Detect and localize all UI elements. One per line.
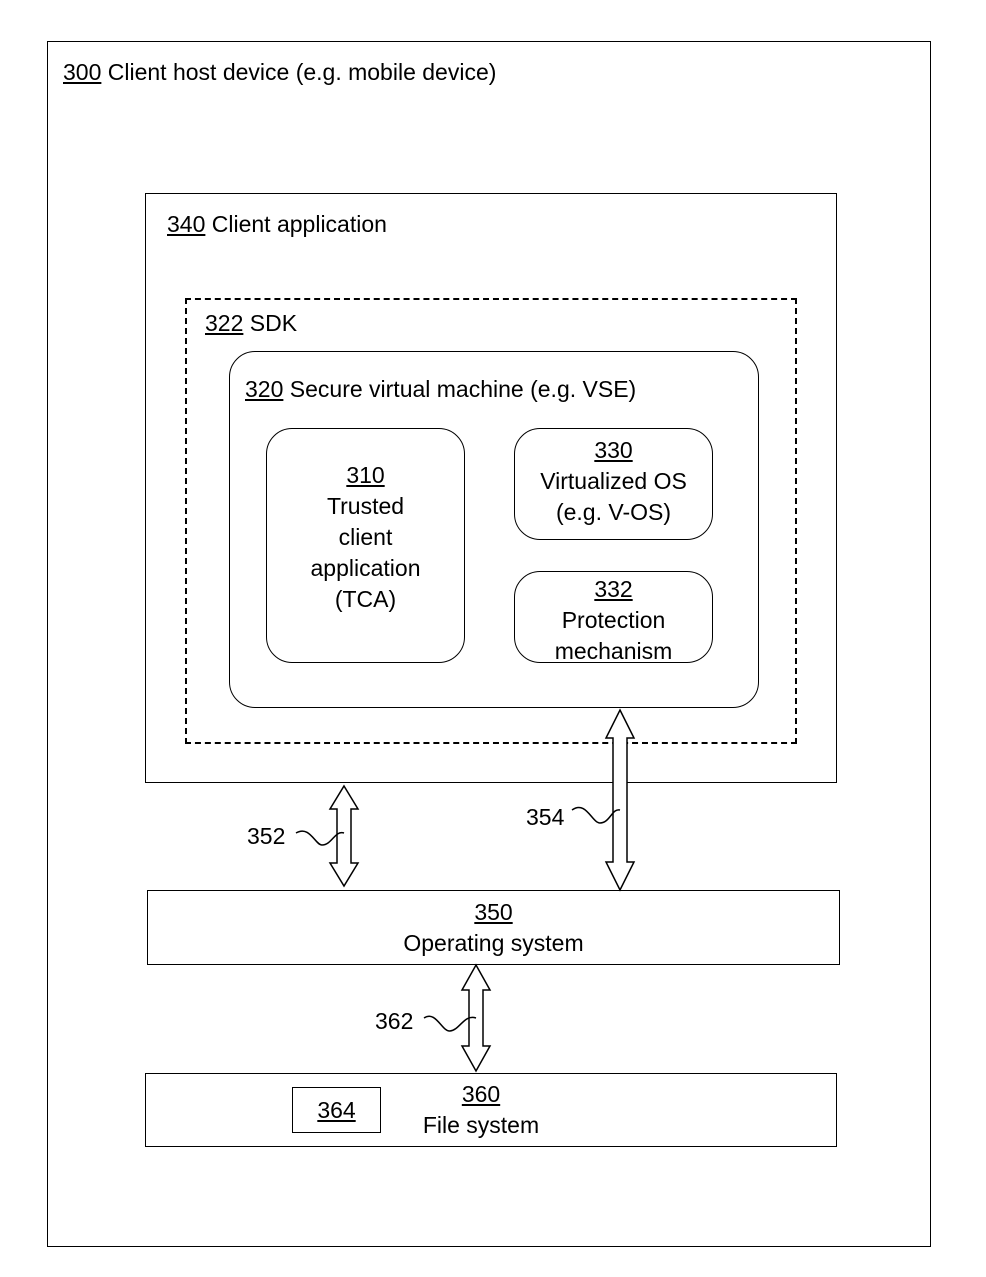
protection-number: 332 [594, 576, 633, 602]
tca-number: 310 [346, 462, 385, 488]
sdk-text: SDK [249, 310, 298, 336]
callout-line-354 [571, 806, 621, 824]
callout-354: 354 [526, 804, 565, 830]
client-host-device-text: Client host device (e.g. mobile device) [107, 59, 497, 85]
protection-line-2: mechanism [554, 638, 673, 664]
protection-mechanism-box: 332 Protection mechanism [514, 571, 713, 664]
operating-system-box: 350 Operating system [147, 890, 840, 965]
tca-line-1: Trusted [326, 493, 405, 519]
callout-362: 362 [375, 1008, 414, 1034]
os-text: Operating system [403, 930, 584, 956]
arrow-352 [328, 784, 360, 888]
trusted-client-application-box: 310 Trusted client application (TCA) [266, 428, 465, 663]
sdk-number: 322 [205, 310, 244, 336]
file-system-item-box: 364 [292, 1087, 381, 1133]
virtualized-os-box: 330 Virtualized OS (e.g. V-OS) [514, 428, 713, 540]
client-application-label: 340 Client application [167, 213, 387, 236]
fs-item-number: 364 [317, 1097, 356, 1123]
client-application-text: Client application [211, 211, 387, 237]
file-system-box: 360 File system [145, 1073, 837, 1147]
protection-line-1: Protection [561, 607, 666, 633]
os-number: 350 [474, 899, 513, 925]
fs-text: File system [422, 1112, 540, 1138]
callout-352: 352 [247, 823, 286, 849]
arrow-354 [604, 708, 636, 892]
secure-virtual-machine-number: 320 [245, 376, 284, 402]
callout-line-362 [423, 1015, 477, 1032]
vos-line-1: Virtualized OS [540, 468, 687, 494]
client-host-device-number: 300 [63, 59, 102, 85]
vos-line-2: (e.g. V-OS) [555, 499, 672, 525]
tca-line-2: client [338, 524, 393, 550]
sdk-box [185, 298, 797, 744]
vos-number: 330 [594, 437, 633, 463]
fs-number: 360 [461, 1081, 501, 1107]
sdk-label: 322 SDK [205, 312, 297, 335]
tca-line-3: application [310, 555, 421, 581]
callout-line-352 [295, 830, 345, 846]
tca-line-4: (TCA) [334, 586, 397, 612]
client-host-device-label: 300 Client host device (e.g. mobile devi… [63, 61, 496, 84]
client-application-number: 340 [167, 211, 206, 237]
secure-virtual-machine-label: 320 Secure virtual machine (e.g. VSE) [245, 378, 636, 401]
secure-virtual-machine-text: Secure virtual machine (e.g. VSE) [289, 376, 637, 402]
